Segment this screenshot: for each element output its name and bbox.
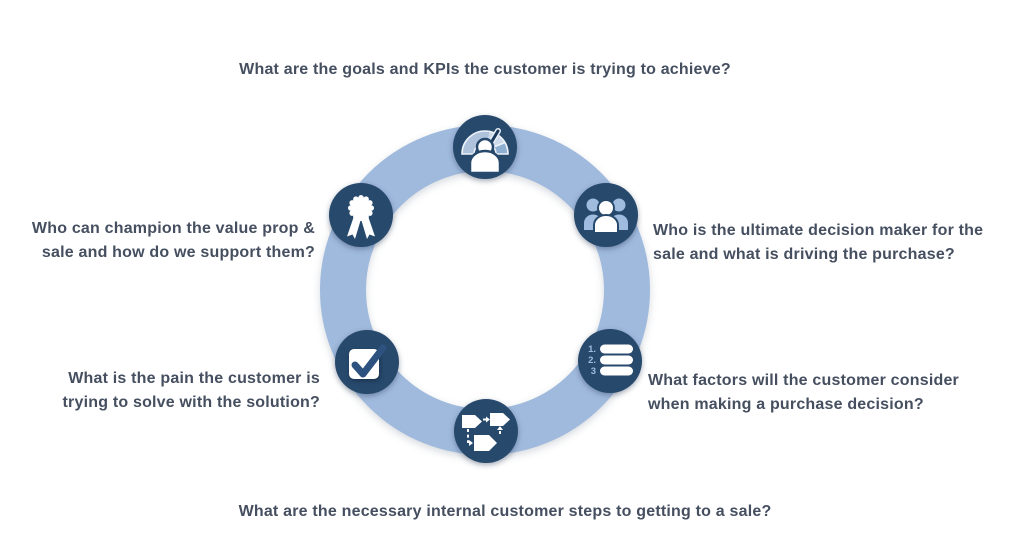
list-number-1: 1. [588, 344, 596, 355]
process-flow-icon [454, 399, 518, 463]
numbered-list-icon: 1. 2. 3 [578, 329, 642, 393]
question-upper-left: Who can champion the value prop & sale a… [5, 217, 315, 265]
question-lower-right: What factors will the customer consider … [648, 369, 1008, 417]
question-upper-right-line: Who is the ultimate decision maker for t… [653, 222, 984, 239]
checkbox-check-icon [335, 330, 399, 394]
question-upper-right-line: sale and what is driving the purchase? [653, 246, 955, 263]
question-upper-left-line: sale and how do we support them? [41, 244, 315, 261]
question-lower-left: What is the pain the customer is trying … [28, 367, 320, 415]
gauge-person-icon [453, 115, 517, 179]
question-top-line: What are the goals and KPIs the customer… [239, 61, 731, 78]
question-lower-right-line: when making a purchase decision? [648, 396, 924, 413]
question-upper-right: Who is the ultimate decision maker for t… [653, 219, 1018, 267]
question-lower-left-line: trying to solve with the solution? [62, 394, 320, 411]
list-number-3: 3 [591, 366, 596, 377]
question-upper-left-line: Who can champion the value prop & [31, 220, 315, 237]
question-top: What are the goals and KPIs the customer… [170, 58, 800, 82]
question-lower-left-line: What is the pain the customer is [68, 370, 320, 387]
question-bottom-line: What are the necessary internal customer… [238, 503, 772, 520]
group-people-icon [574, 183, 638, 247]
list-number-2: 2. [588, 355, 596, 366]
question-bottom: What are the necessary internal customer… [195, 500, 815, 524]
award-ribbon-icon [329, 183, 393, 247]
question-lower-right-line: What factors will the customer consider [648, 372, 959, 389]
cycle-ring [320, 125, 650, 455]
